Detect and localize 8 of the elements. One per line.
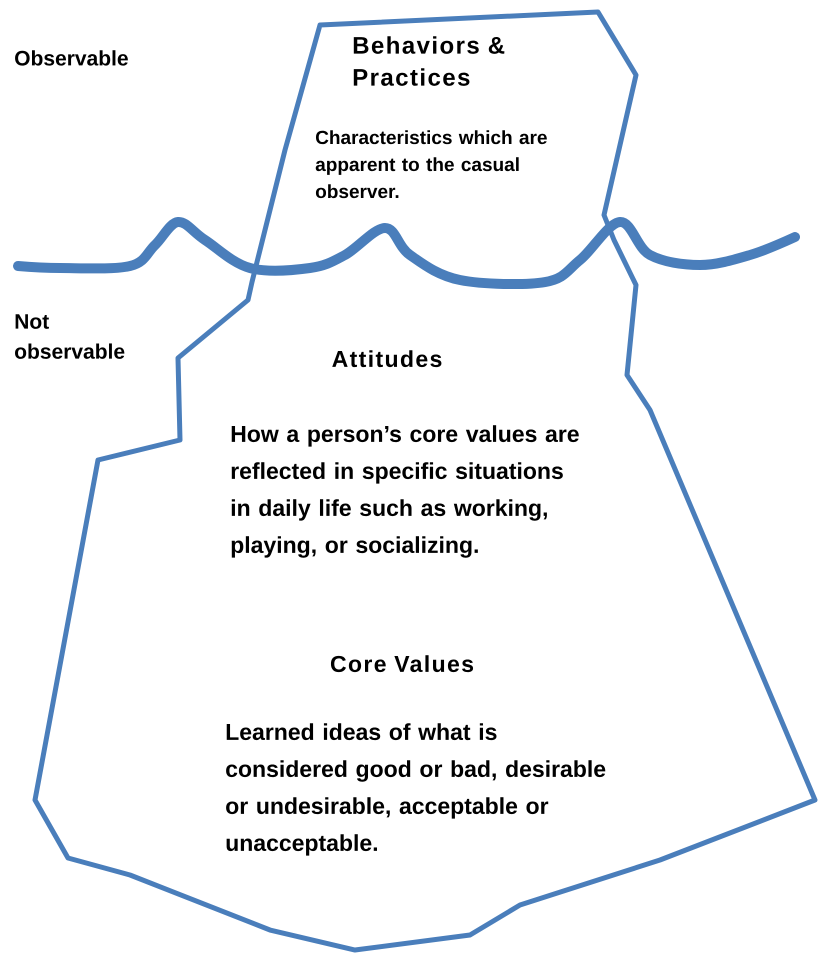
side-label: Observable: [15, 50, 128, 66]
side-label: Not observable: [15, 314, 124, 359]
description-text: Characteristics which are apparent to the casual observer.: [316, 130, 547, 198]
heading: Core Values: [330, 655, 474, 672]
heading: Attitudes: [332, 350, 442, 368]
description-text: How a person’s core values are reflected in specific situations in daily life such as working, playing, or socializing.: [232, 425, 579, 558]
heading: Behaviors & Practices: [354, 36, 504, 86]
description-text: Learned ideas of what is considered good or bad, desirable or undesirable, acceptable or unacceptable.: [226, 723, 606, 856]
